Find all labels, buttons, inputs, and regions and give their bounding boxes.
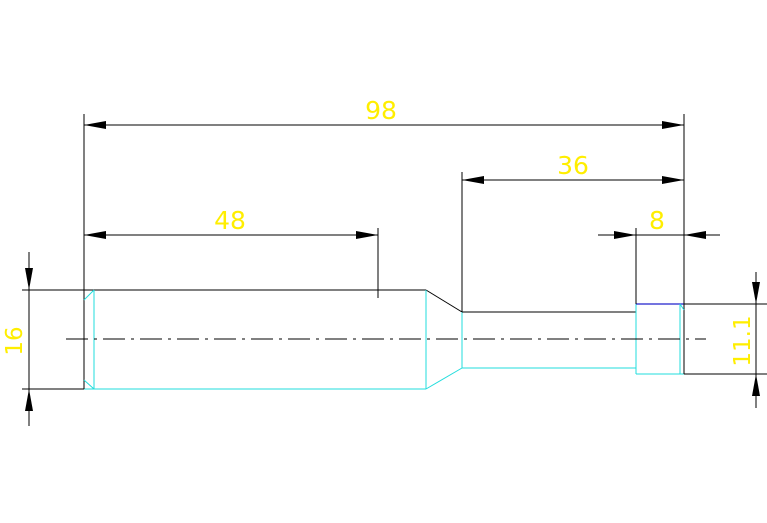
taper-top — [425, 289, 463, 313]
dim-16-text: 16 — [2, 326, 28, 355]
dimension-8: 8 — [598, 206, 720, 239]
dim-11-arrow-bottom — [752, 374, 760, 396]
dimension-16: 16 — [2, 252, 33, 426]
dim-36-arrow-left — [462, 176, 484, 184]
left-chamfer-bottom — [83, 379, 95, 390]
dimension-11-1: 11.1 — [730, 272, 760, 408]
dim-8-text: 8 — [649, 206, 665, 235]
dimension-48: 48 — [84, 206, 378, 239]
dim-36-arrow-right — [662, 176, 684, 184]
dim-16-arrow-top — [25, 268, 33, 290]
dim-48-arrow-right — [356, 231, 378, 239]
dim-98-text: 98 — [365, 96, 397, 125]
end-chamfer — [679, 303, 685, 311]
dim-8-arrow-right — [684, 231, 706, 239]
dim-16-arrow-bottom — [25, 389, 33, 411]
dimension-36: 36 — [462, 151, 684, 184]
dim-36-text: 36 — [557, 151, 589, 180]
dim-98-arrow-left — [84, 121, 106, 129]
dim-98-arrow-right — [662, 121, 684, 129]
taper-bottom — [425, 367, 463, 390]
dimension-98: 98 — [84, 96, 684, 129]
extension-lines — [22, 114, 767, 390]
dim-48-text: 48 — [214, 206, 246, 235]
left-chamfer-top — [83, 289, 95, 301]
dim-8-arrow-left — [614, 231, 636, 239]
dim-11-text: 11.1 — [730, 315, 756, 366]
dim-11-arrow-top — [752, 282, 760, 304]
dim-48-arrow-left — [84, 231, 106, 239]
